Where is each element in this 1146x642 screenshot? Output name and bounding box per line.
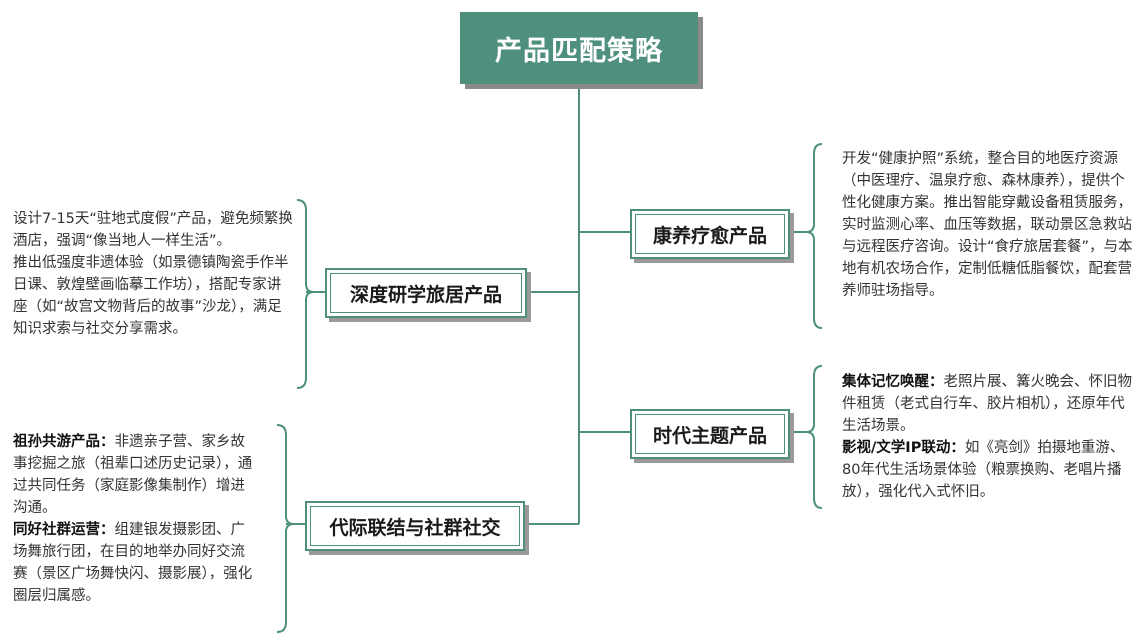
node-wellness: 康养疗愈产品 [630,209,790,259]
desc-paragraph: 开发“健康护照”系统，整合目的地医疗资源（中医理疗、温泉疗愈、森林康养），提供个… [842,148,1134,302]
desc-heading: 祖孙共游产品： [13,434,115,450]
brace-deep-study [296,199,315,389]
desc-paragraph: 同好社群运营：组建银发摄影团、广场舞旅行团，在目的地举办同好交流赛（景区广场舞快… [13,519,258,607]
desc-paragraph: 集体记忆唤醒：老照片展、篝火晚会、怀旧物件租赁（老式自行车、胶片相机），还原年代… [842,371,1136,437]
node-intergen-label: 代际联结与社群社交 [329,516,501,539]
desc-intergen: 祖孙共游产品：非遗亲子营、家乡故事挖掘之旅（祖辈口述历史记录），通过共同任务（家… [13,431,258,607]
desc-text: 开发“健康护照”系统，整合目的地医疗资源（中医理疗、温泉疗愈、森林康养），提供个… [842,151,1133,299]
node-wellness-label: 康养疗愈产品 [652,224,767,247]
root-title: 产品匹配策略 [495,35,663,67]
desc-text: 组建银发摄影团、广场舞旅行团，在目的地举办同好交流赛（景区广场舞快闪、摄影展），… [13,522,253,604]
brace-era-theme [805,365,823,509]
desc-text: 老照片展、篝火晚会、怀旧物件租赁（老式自行车、胶片相机），还原年代生活场景。 [842,374,1132,434]
desc-text: 推出低强度非遗体验（如景德镇陶瓷手作半日课、敦煌壁画临摹工作坊），搭配专家讲座（… [13,255,289,337]
root-node: 产品匹配策略 [460,12,698,84]
desc-paragraph: 影视/文学IP联动：如《亮剑》拍摄地重游、80年代生活场景体验（粮票换购、老唱片… [842,437,1136,503]
desc-paragraph: 推出低强度非遗体验（如景德镇陶瓷手作半日课、敦煌壁画临摹工作坊），搭配专家讲座（… [13,252,295,340]
desc-text: 如《亮剑》拍摄地重游、80年代生活场景体验（粮票换购、老唱片播放），强化代入式怀… [842,440,1125,500]
brace-intergen [276,424,295,633]
node-era-theme: 时代主题产品 [630,409,790,459]
desc-text: 设计7-15天“驻地式度假”产品，避免频繁换酒店，强调“像当地人一样生活”。 [13,211,293,249]
node-era-theme-label: 时代主题产品 [652,424,767,447]
desc-era-theme: 集体记忆唤醒：老照片展、篝火晚会、怀旧物件租赁（老式自行车、胶片相机），还原年代… [842,371,1136,503]
desc-heading: 同好社群运营： [13,522,115,538]
desc-heading: 集体记忆唤醒： [842,374,944,390]
node-deep-study-label: 深度研学旅居产品 [349,283,502,306]
desc-paragraph: 设计7-15天“驻地式度假”产品，避免频繁换酒店，强调“像当地人一样生活”。 [13,208,295,252]
desc-paragraph: 祖孙共游产品：非遗亲子营、家乡故事挖掘之旅（祖辈口述历史记录），通过共同任务（家… [13,431,258,519]
desc-deep-study: 设计7-15天“驻地式度假”产品，避免频繁换酒店，强调“像当地人一样生活”。 推… [13,208,295,340]
desc-heading: 影视/文学IP联动： [842,440,965,456]
node-intergen: 代际联结与社群社交 [305,501,525,551]
node-deep-study: 深度研学旅居产品 [325,268,527,318]
desc-wellness: 开发“健康护照”系统，整合目的地医疗资源（中医理疗、温泉疗愈、森林康养），提供个… [842,148,1134,302]
desc-text: 非遗亲子营、家乡故事挖掘之旅（祖辈口述历史记录），通过共同任务（家庭影像集制作）… [13,434,253,516]
brace-wellness [805,143,823,329]
